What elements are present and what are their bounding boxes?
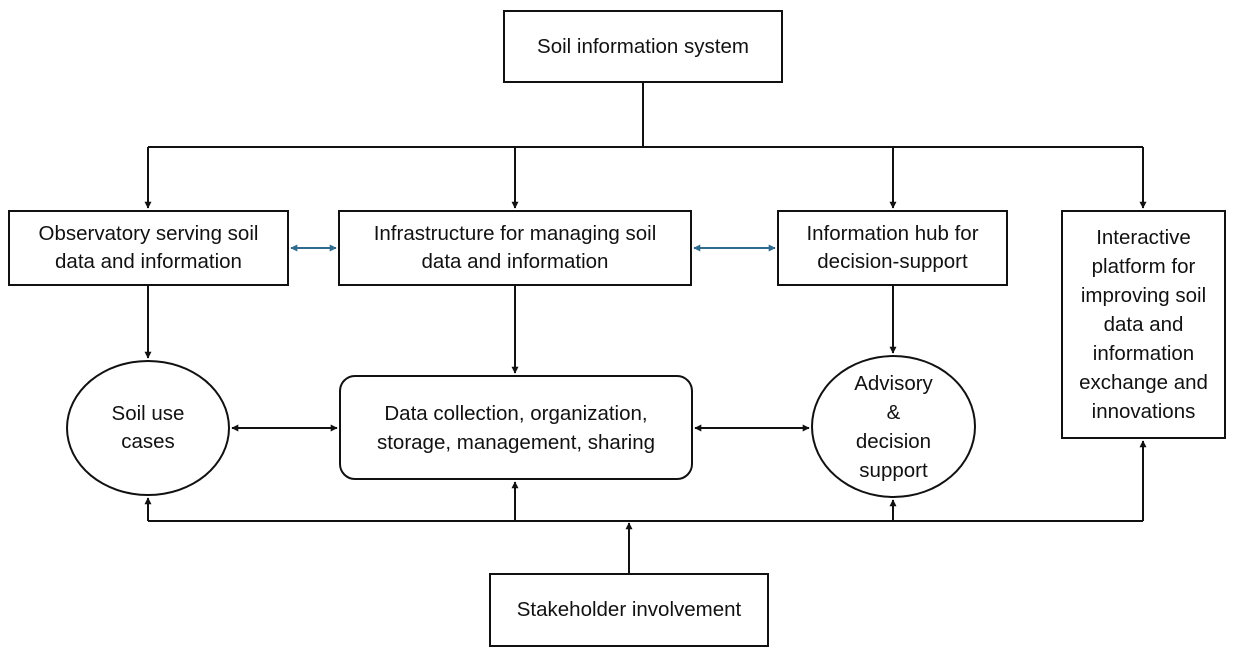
soil-use-cases-label: Soil use cases [111, 402, 185, 453]
data-collection-label: Data collection, organization, storage, … [376, 401, 656, 454]
soil-information-system-label: Soil information system [537, 34, 749, 58]
information-hub-label: Information hub for decision-support [806, 222, 979, 273]
advisory-label: Advisory & decision support [854, 371, 933, 482]
observatory-node: Observatory serving soil data and inform… [8, 210, 289, 286]
soil-information-system-node: Soil information system [503, 10, 783, 83]
stakeholder-involvement-label: Stakeholder involvement [516, 598, 742, 621]
soil-use-cases-node: Soil use cases [66, 360, 230, 496]
top-distribution-connectors [144, 83, 1147, 209]
stakeholder-involvement-node: Stakeholder involvement [489, 573, 769, 647]
information-hub-node: Information hub for decision-support [777, 210, 1008, 286]
advisory-node: Advisory & decision support [811, 355, 976, 498]
vertical-connectors [144, 286, 897, 374]
observatory-label: Observatory serving soil data and inform… [38, 222, 259, 273]
interactive-platform-node: Interactive platform for improving soil … [1061, 210, 1226, 439]
bottom-distribution-connectors [144, 440, 1147, 573]
infrastructure-node: Infrastructure for managing soil data an… [338, 210, 692, 286]
data-collection-node: Data collection, organization, storage, … [339, 375, 693, 480]
interactive-platform-label: Interactive platform for improving soil … [1079, 226, 1208, 423]
infrastructure-label: Infrastructure for managing soil data an… [373, 222, 657, 273]
